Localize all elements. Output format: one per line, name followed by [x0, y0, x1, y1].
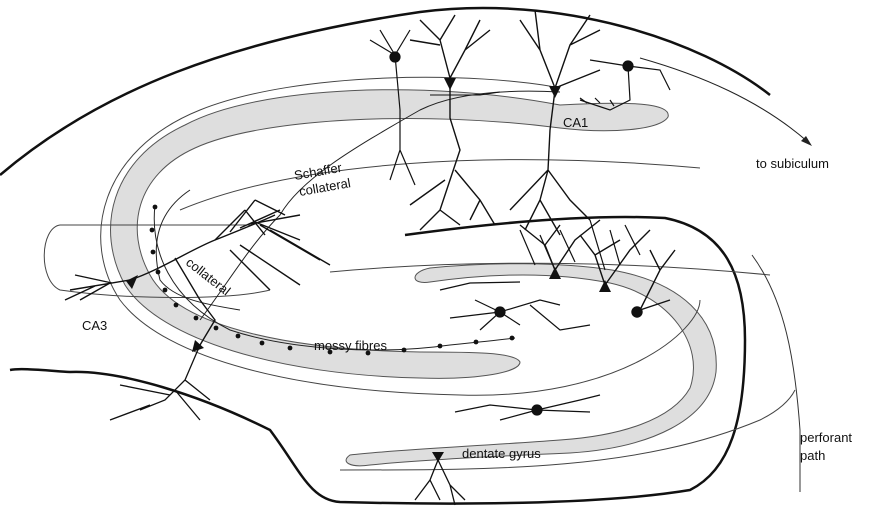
- ca1-interneuron-right: [580, 60, 670, 110]
- ca1-label: CA1: [563, 115, 588, 130]
- dentate-gyrus-label: dentate gyrus: [462, 446, 541, 461]
- dentate-interneuron-upper: [440, 282, 590, 330]
- to-subiculum-label: to subiculum: [756, 156, 829, 171]
- ca3-label: CA3: [82, 318, 107, 333]
- perforant-path-label-line2: path: [800, 448, 825, 463]
- stratum-boundary-line: [180, 160, 700, 210]
- mossy-fibres-label: mossy fibres: [314, 338, 387, 353]
- to-subiculum-arrow-line: [640, 58, 808, 142]
- perforant-path-line: [752, 255, 800, 492]
- collateral-label: collateral: [183, 255, 233, 299]
- dentate-interneuron-lower: [455, 395, 600, 420]
- ca1-apical-tufts: [520, 220, 640, 270]
- perforant-path-label-line1: perforant: [800, 430, 852, 445]
- ca1-pyramidal-neuron-left: [410, 15, 500, 230]
- ca-pyramidal-layer: [111, 90, 669, 379]
